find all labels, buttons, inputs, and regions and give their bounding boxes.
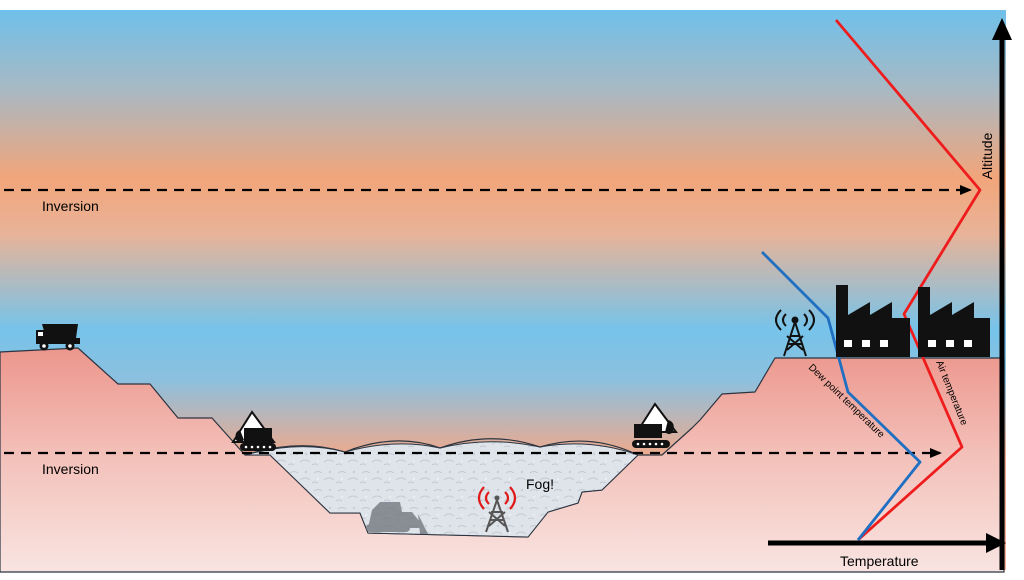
fog-label: Fog! (526, 476, 554, 492)
altitude-axis-label: Altitude (979, 132, 995, 179)
fog-cloud-tops (244, 438, 639, 456)
radio-tower-icon (775, 309, 815, 357)
dew-point-temperature-line (761, 251, 922, 541)
dump-truck-icon (36, 324, 80, 351)
altitude-axis (992, 18, 1012, 570)
excavator-icon-left (231, 410, 276, 451)
bulldozer-icon (366, 502, 428, 534)
temperature-axis (768, 533, 1006, 553)
temperature-axis-label: Temperature (840, 553, 919, 569)
radio-tower-signal-icon (477, 486, 517, 533)
excavator-icon-right (632, 402, 678, 448)
inversion-label-upper: Inversion (42, 198, 99, 214)
inversion-label-lower: Inversion (42, 461, 99, 477)
air-temperature-line (834, 19, 982, 542)
factory-icon (836, 285, 990, 357)
